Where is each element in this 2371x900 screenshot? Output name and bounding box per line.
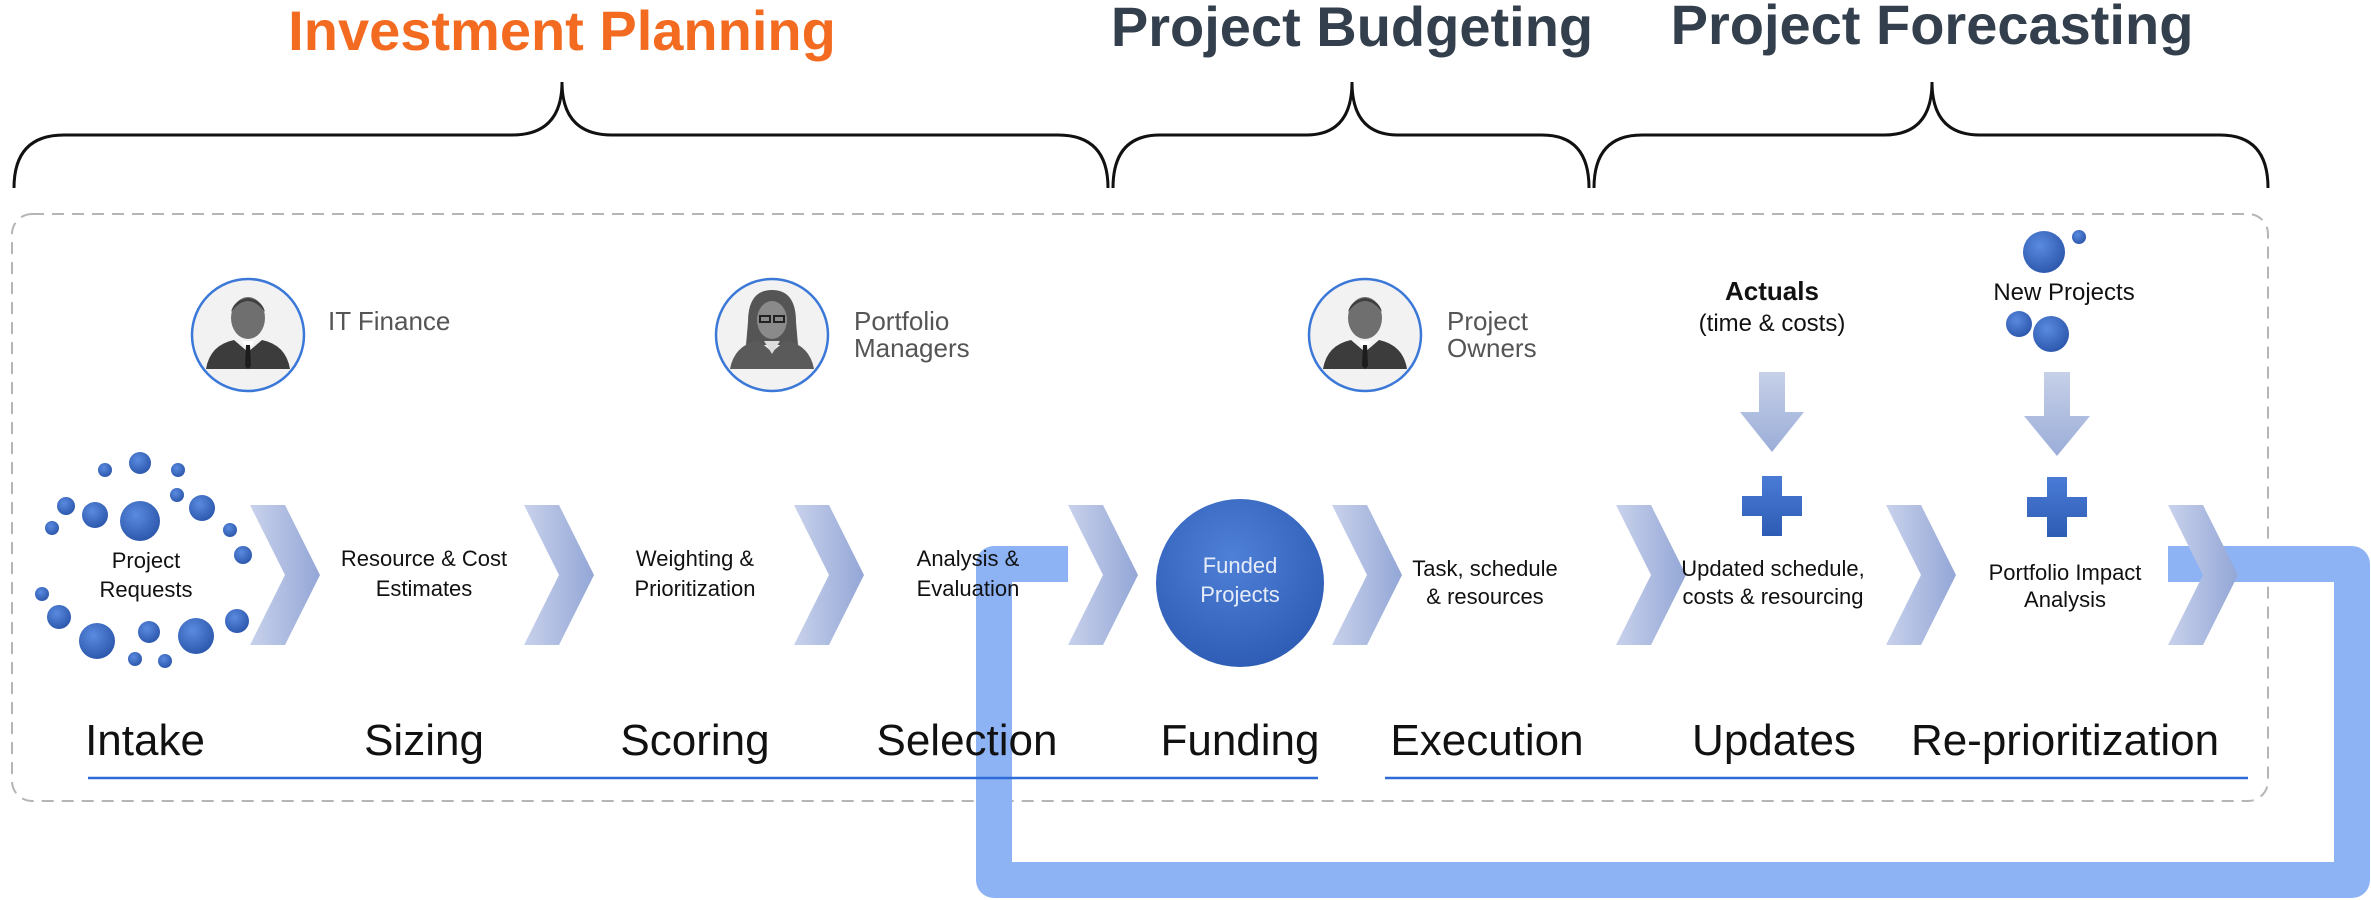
stage-scoring: Scoring — [620, 716, 769, 765]
step-task-schedule-line2: & resources — [1426, 584, 1543, 609]
chevron-arrow-8 — [2168, 505, 2238, 645]
process-container — [11, 213, 2269, 802]
step-analysis-line2: Evaluation — [917, 576, 1020, 601]
actuals-title: Actuals — [1725, 276, 1819, 306]
male-person-icon — [1323, 297, 1407, 369]
step-analysis-line1: Analysis & — [917, 546, 1020, 571]
project-budgeting-brace — [1111, 81, 1591, 189]
male-person-icon — [206, 297, 290, 369]
down-arrow-icon — [2024, 372, 2090, 456]
project-forecasting-title: Project Forecasting — [1671, 0, 2194, 56]
chevron-arrow-4 — [1068, 505, 1138, 645]
process-chevrons — [250, 505, 2238, 645]
project-forecasting-brace — [1592, 81, 2270, 189]
chevron-arrow-7 — [1886, 505, 1956, 645]
step-portfolio-impact-line1: Portfolio Impact — [1989, 560, 2142, 585]
step-updated-schedule-line1: Updated schedule, — [1681, 556, 1864, 581]
new-projects-dots — [2006, 230, 2086, 352]
stage-selection: Selection — [876, 716, 1057, 765]
step-weighting-line1: Weighting & — [636, 546, 755, 571]
portfolio-managers-label-line1: Portfolio — [854, 306, 949, 336]
female-person-icon — [730, 290, 814, 369]
step-portfolio-impact-line2: Analysis — [2024, 587, 2106, 612]
plus-icon — [2027, 477, 2087, 537]
portfolio-managers-avatar — [714, 277, 830, 393]
step-project-requests-line2: Requests — [100, 577, 193, 602]
project-requests-dots — [35, 452, 252, 668]
project-owners-avatar — [1307, 277, 1423, 393]
stage-execution: Execution — [1390, 716, 1583, 765]
step-updated-schedule-line2: costs & resourcing — [1683, 584, 1864, 609]
portfolio-managers-label-line2: Managers — [854, 333, 970, 363]
stage-intake: Intake — [85, 716, 205, 765]
chevron-arrow-5 — [1332, 505, 1402, 645]
actuals-subtitle: (time & costs) — [1699, 310, 1846, 337]
project-owners-label-line2: Owners — [1447, 333, 1537, 363]
chevron-arrow-3 — [794, 505, 864, 645]
funded-projects-circle — [1156, 499, 1324, 667]
investment-planning-title: Investment Planning — [288, 0, 836, 62]
chevron-arrow-6 — [1616, 505, 1686, 645]
step-weighting-line2: Prioritization — [634, 576, 755, 601]
new-projects-label: New Projects — [1993, 279, 2134, 306]
stage-funding: Funding — [1160, 716, 1319, 765]
step-resource-cost-line2: Estimates — [376, 576, 473, 601]
step-resource-cost-line1: Resource & Cost — [341, 546, 507, 571]
project-budgeting-title: Project Budgeting — [1111, 0, 1593, 58]
step-task-schedule-line1: Task, schedule — [1412, 556, 1558, 581]
it-finance-avatar — [190, 277, 306, 393]
chevron-arrow-1 — [250, 505, 320, 645]
stage-updates: Updates — [1692, 716, 1856, 765]
stage-re-prioritization: Re-prioritization — [1911, 716, 2219, 765]
stage-sizing: Sizing — [364, 716, 484, 765]
project-owners-label-line1: Project — [1447, 306, 1529, 336]
investment-planning-brace — [12, 81, 1110, 189]
step-funded-line1: Funded — [1203, 553, 1278, 578]
it-finance-label: IT Finance — [328, 306, 450, 336]
feedback-loop-band — [976, 546, 2370, 898]
plus-icon — [1742, 476, 1802, 536]
chevron-arrow-2 — [524, 505, 594, 645]
step-project-requests-line1: Project — [112, 548, 180, 573]
step-funded-line2: Projects — [1200, 582, 1279, 607]
down-arrow-icon — [1740, 372, 1804, 452]
